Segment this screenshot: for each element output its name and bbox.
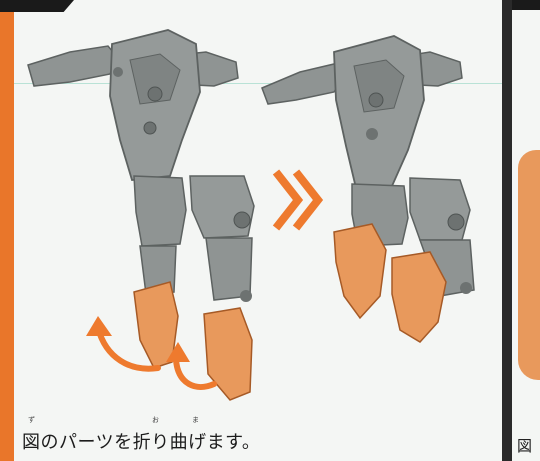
panel-divider <box>502 0 512 461</box>
step-tab <box>0 0 74 12</box>
robot-after <box>261 35 475 343</box>
next-caption: 図 <box>517 437 533 455</box>
next-instruction-panel: 図 <box>512 0 540 461</box>
bend-arrow-icon <box>86 316 161 372</box>
instruction-panel: ず お ま 図のパーツを折り曲げます。 <box>0 0 502 461</box>
bend-arrow-icon <box>166 342 217 390</box>
double-chevron-right-icon <box>272 169 324 231</box>
robot-illustration <box>27 29 475 401</box>
instruction-caption: 図のパーツを折り曲げます。 <box>22 432 261 453</box>
caption-ruby-zu: ず <box>28 416 35 424</box>
accent-strip <box>0 0 14 461</box>
caption-ruby-ori: お <box>152 416 159 424</box>
guide-line <box>14 83 502 84</box>
robot-before <box>27 29 255 401</box>
next-part-illustration <box>518 150 540 380</box>
next-step-tab <box>512 0 540 10</box>
caption-ruby-ma: ま <box>192 416 199 424</box>
